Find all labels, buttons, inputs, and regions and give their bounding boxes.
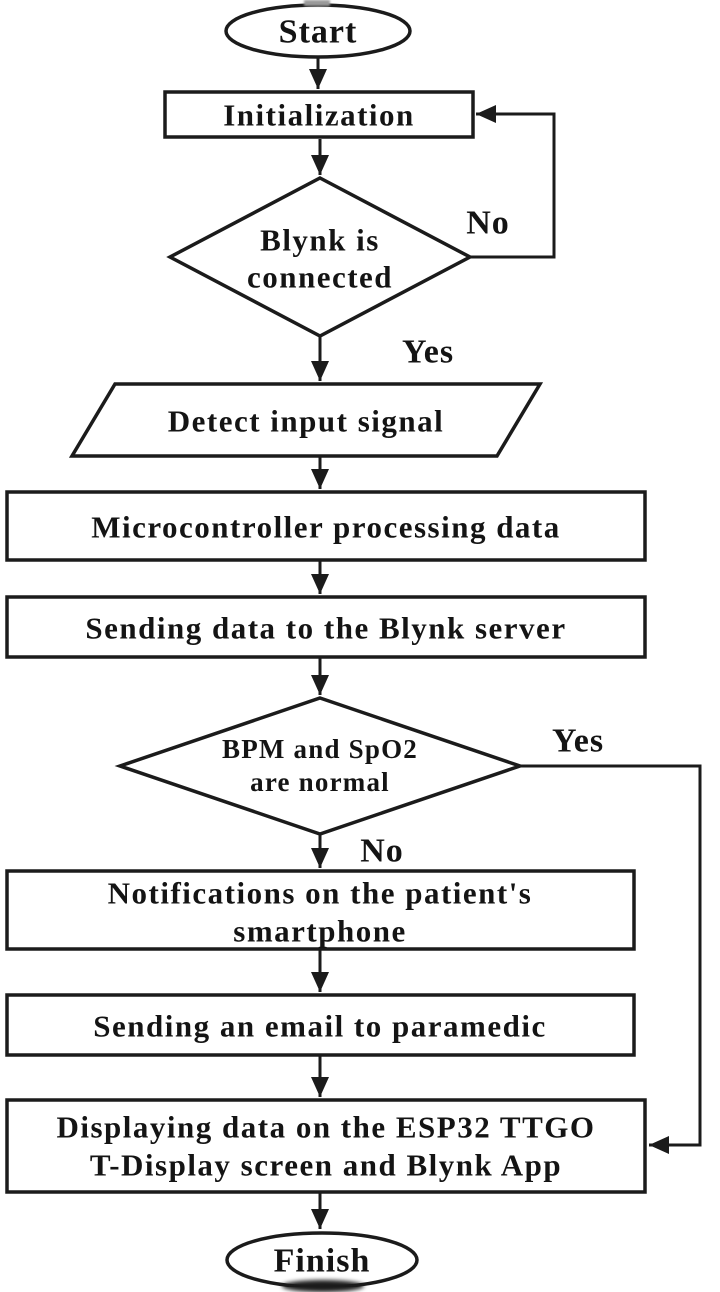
- finish-label: Finish: [274, 1243, 371, 1280]
- node-microcontroller-processing: Microcontroller processing data: [5, 490, 647, 562]
- notifications-label-line1: Notifications on the patient's: [108, 876, 533, 911]
- notifications-label-line2: smartphone: [233, 914, 406, 949]
- start-label: Start: [279, 14, 358, 51]
- display-label-line1: Displaying data on the ESP32 TTGO: [56, 1110, 595, 1145]
- vitals-decision-diamond-shape: [114, 696, 526, 836]
- blynk-decision-label-line1: Blynk is: [260, 223, 380, 258]
- microcontroller-process-shape: [5, 490, 647, 562]
- branch-label-blynk-yes: Yes: [402, 334, 454, 371]
- node-email-paramedic: Sending an email to paramedic: [5, 993, 636, 1057]
- node-vitals-decision: BPM and SpO2 are normal: [114, 696, 526, 836]
- vitals-decision-label-line2: are normal: [250, 767, 390, 797]
- vitals-decision-label-line1: BPM and SpO2: [222, 734, 418, 764]
- edge-blynk-no-loopback: [470, 105, 556, 259]
- send-server-process-shape: [5, 595, 647, 659]
- node-display-data: Displaying data on the ESP32 TTGO T-Disp…: [5, 1098, 647, 1194]
- display-label-line2: T-Display screen and Blynk App: [90, 1148, 562, 1183]
- send-server-label: Sending data to the Blynk server: [85, 611, 566, 646]
- blynk-decision-diamond-shape: [166, 176, 474, 338]
- node-detect-input: Detect input signal: [68, 382, 544, 458]
- notifications-process-shape: [5, 869, 636, 951]
- detect-input-label: Detect input signal: [168, 404, 445, 439]
- microcontroller-label: Microcontroller processing data: [91, 510, 561, 545]
- edge-vitals-yes-to-display: [520, 764, 702, 1154]
- finish-terminator-shape: [225, 1231, 419, 1287]
- node-start: Start: [224, 3, 412, 59]
- branch-label-vitals-no: No: [360, 833, 404, 870]
- node-initialization: Initialization: [163, 90, 475, 139]
- email-label: Sending an email to paramedic: [93, 1009, 546, 1044]
- initialization-label: Initialization: [223, 98, 415, 133]
- node-notifications: Notifications on the patient's smartphon…: [5, 869, 636, 951]
- scan-artifact-bottom: [282, 1280, 364, 1292]
- detect-input-parallelogram-shape: [68, 382, 544, 458]
- display-process-shape: [5, 1098, 647, 1194]
- blynk-decision-label-line2: connected: [247, 260, 393, 295]
- node-finish: Finish: [225, 1231, 419, 1287]
- branch-label-vitals-yes: Yes: [552, 723, 604, 760]
- branch-label-blynk-no: No: [466, 205, 510, 242]
- email-process-shape: [5, 993, 636, 1057]
- initialization-process-shape: [163, 90, 475, 139]
- node-blynk-connected-decision: Blynk is connected: [166, 176, 474, 338]
- scan-artifact-top: [304, 0, 330, 6]
- node-send-to-blynk-server: Sending data to the Blynk server: [5, 595, 647, 659]
